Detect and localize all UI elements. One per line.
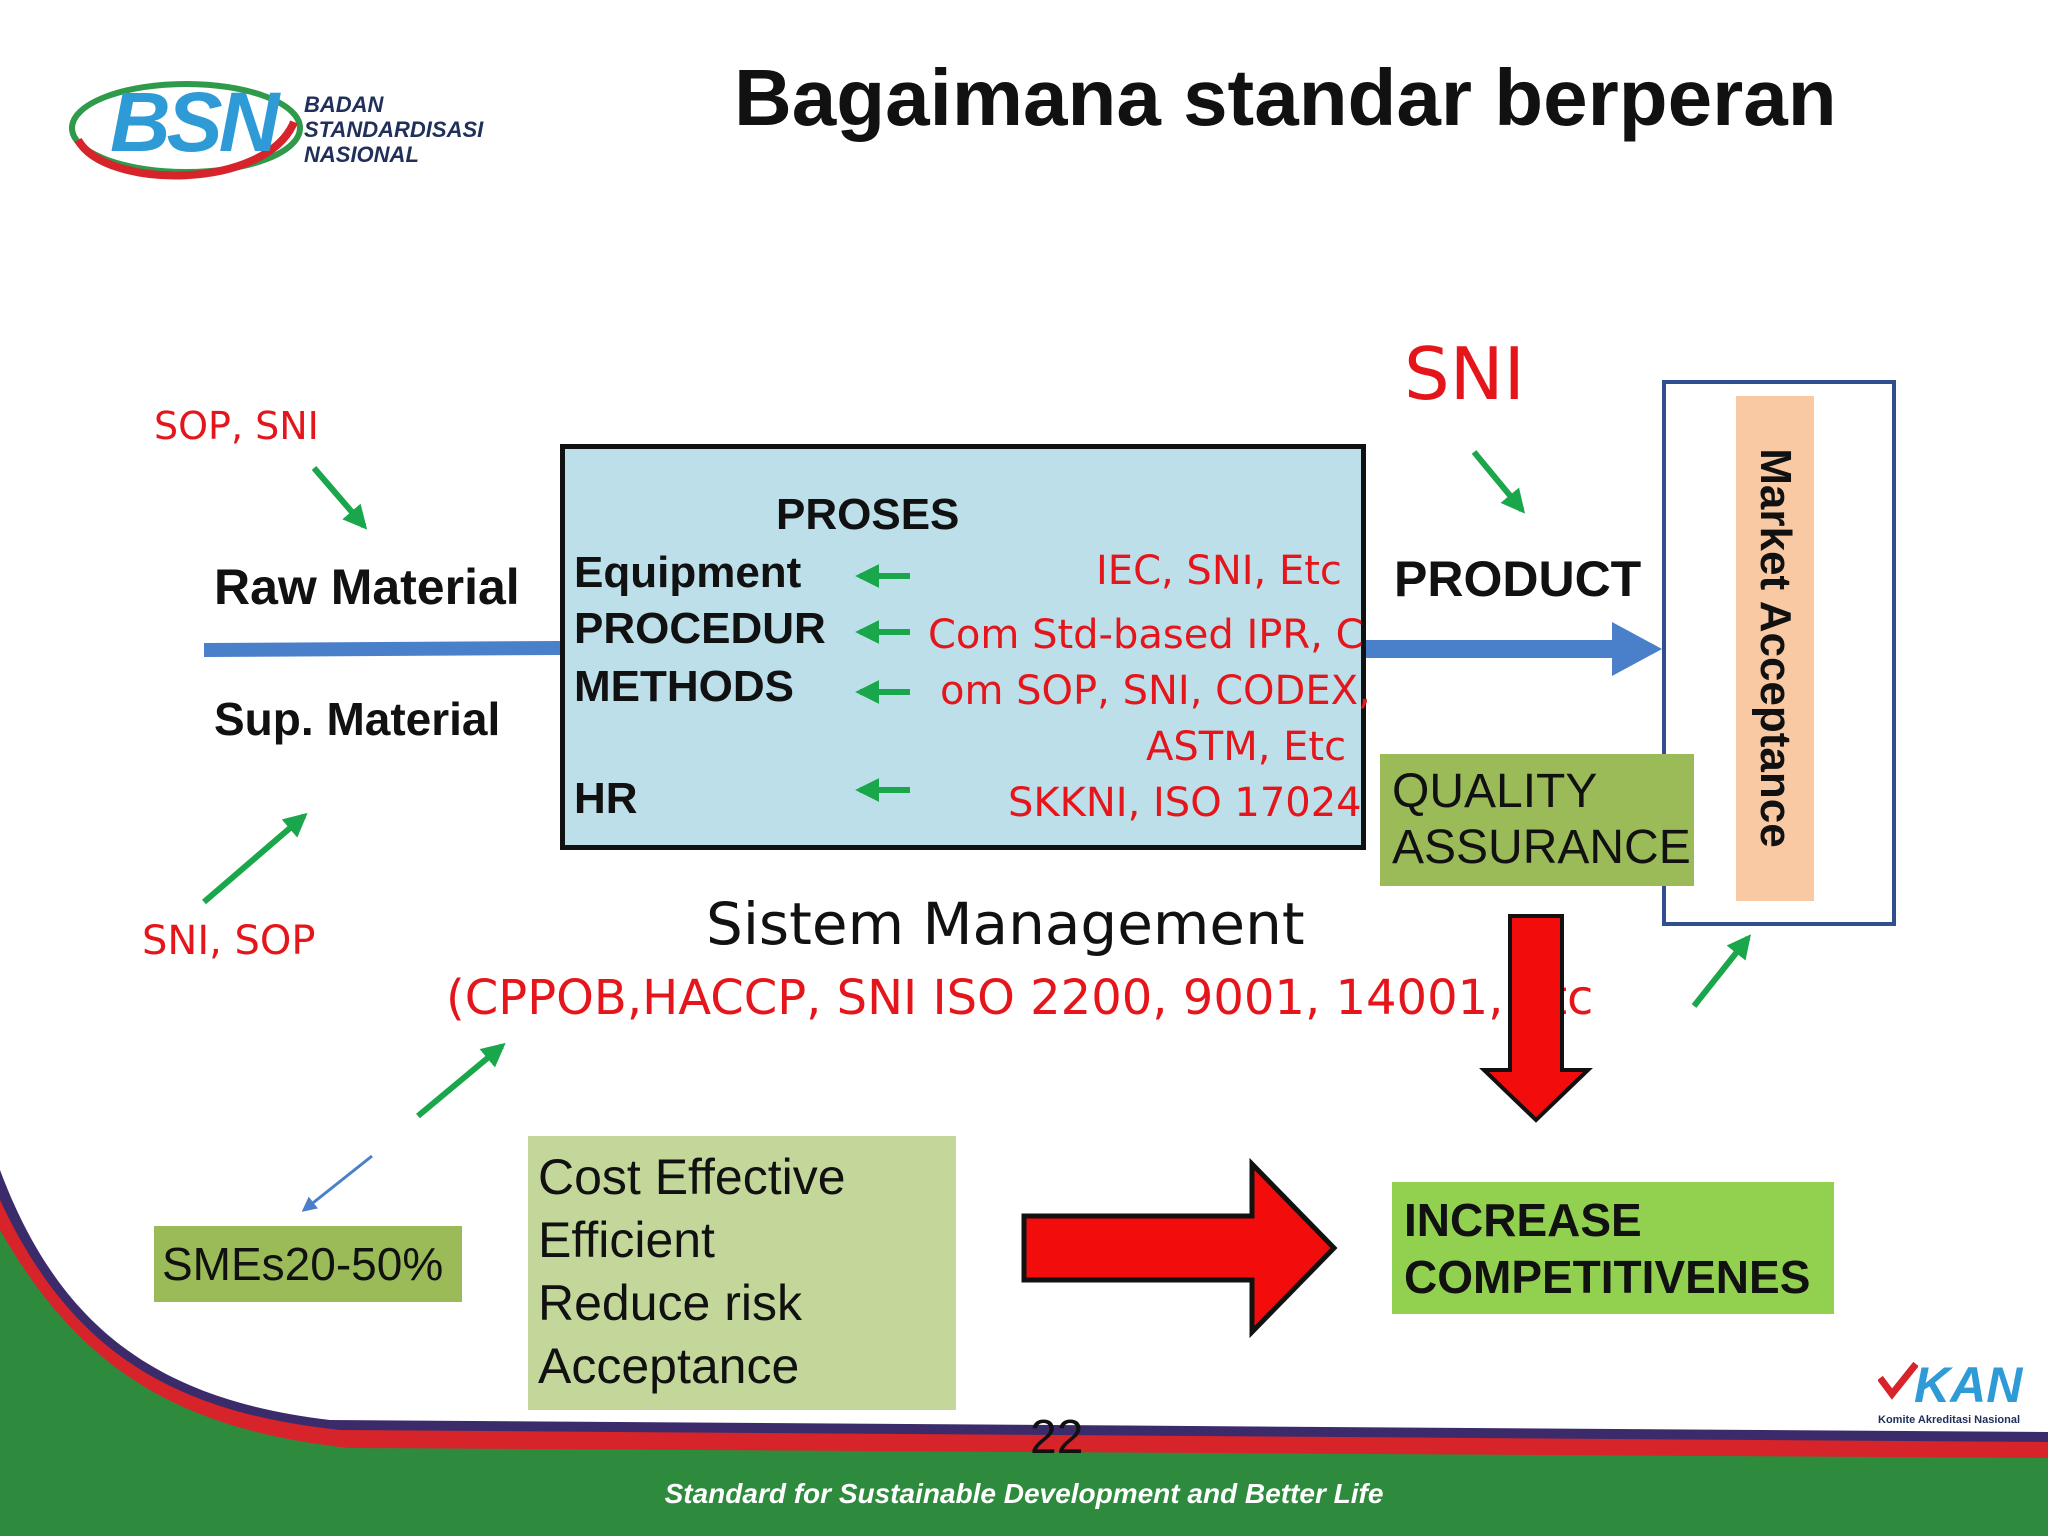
green-arrow-sop bbox=[311, 466, 368, 530]
sistem-management-label: Sistem Management bbox=[706, 890, 1305, 958]
input-flow-line bbox=[203, 641, 561, 657]
bsn-logo-swoosh bbox=[69, 81, 303, 180]
standard-methods-cont: ASTM, Etc bbox=[1146, 724, 1347, 770]
raw-material-label: Raw Material bbox=[214, 559, 520, 615]
green-arrow-sni-top bbox=[1471, 450, 1526, 514]
smes-label: SMEs20-50% bbox=[162, 1238, 444, 1290]
kan-check-icon bbox=[1878, 1361, 1918, 1400]
proses-heading: PROSES bbox=[776, 490, 960, 539]
proses-item-hr: HR bbox=[574, 774, 638, 823]
standard-hr: SKKNI, ISO 17024 bbox=[1008, 780, 1362, 826]
bsn-sub-line: BADAN bbox=[304, 92, 384, 117]
bsn-logo-subtitle: BADAN STANDARDISASI NASIONAL bbox=[304, 92, 483, 167]
page-number: 22 bbox=[1030, 1411, 1084, 1464]
standard-procedur: Com Std-based IPR, C bbox=[928, 612, 1364, 658]
blue-arrow-smes bbox=[301, 1154, 373, 1212]
increase-competitiveness-box: INCREASE COMPETITIVENES bbox=[1392, 1182, 1834, 1314]
increase-line: INCREASE bbox=[1404, 1194, 1642, 1246]
benefit-item: Acceptance bbox=[538, 1338, 800, 1394]
bsn-logo-text: BSN bbox=[110, 75, 279, 169]
market-acceptance-strip bbox=[1736, 396, 1814, 901]
proses-item-equipment: Equipment bbox=[574, 548, 802, 597]
green-arrow-sni-sop bbox=[202, 812, 308, 905]
sni-sop-label: SNI, SOP bbox=[142, 918, 316, 964]
qa-line: QUALITY bbox=[1392, 765, 1598, 818]
bsn-sub-line: NASIONAL bbox=[304, 142, 419, 167]
smes-box: SMEs20-50% bbox=[154, 1226, 462, 1302]
benefits-box: Cost Effective Efficient Reduce risk Acc… bbox=[528, 1136, 956, 1410]
standard-methods: om SOP, SNI, CODEX, bbox=[940, 668, 1371, 714]
red-down-arrow bbox=[1479, 914, 1593, 1123]
kan-logo-subtitle: Komite Akreditasi Nasional bbox=[1878, 1414, 2021, 1426]
quality-assurance-text: QUALITY ASSURANCE bbox=[1380, 754, 1694, 886]
sistem-standards-label: (CPPOB,HACCP, SNI ISO 2200, 9001, 14001,… bbox=[446, 970, 1594, 1026]
benefit-item: Cost Effective bbox=[538, 1149, 846, 1205]
page-title: Bagaimana standar berperan bbox=[734, 53, 1837, 142]
bsn-sub-line: STANDARDISASI bbox=[304, 117, 484, 142]
benefit-item: Efficient bbox=[538, 1212, 715, 1268]
kan-logo-text: KAN bbox=[1914, 1357, 2023, 1413]
output-flow-arrow bbox=[1366, 622, 1662, 676]
sni-label-top: SNI bbox=[1404, 332, 1525, 416]
standard-equipment: IEC, SNI, Etc bbox=[1096, 548, 1342, 594]
green-arrow-market bbox=[1691, 934, 1751, 1008]
bsn-logo: BSN BADAN STANDARDISASI NASIONAL bbox=[66, 70, 526, 190]
sup-material-label: Sup. Material bbox=[214, 693, 501, 745]
benefit-item: Reduce risk bbox=[538, 1275, 802, 1331]
product-label: PRODUCT bbox=[1394, 551, 1642, 607]
footer-tagline: Standard for Sustainable Development and… bbox=[664, 1478, 1384, 1509]
red-right-arrow bbox=[1021, 1157, 1338, 1339]
quality-assurance-box: QUALITY ASSURANCE bbox=[1380, 754, 1694, 886]
green-arrow-sistem bbox=[416, 1042, 506, 1119]
sop-sni-label: SOP, SNI bbox=[154, 404, 319, 448]
proses-item-methods: METHODS bbox=[574, 662, 794, 711]
proses-item-procedur: PROCEDUR bbox=[574, 604, 826, 653]
process-box bbox=[560, 444, 1366, 850]
increase-line: COMPETITIVENES bbox=[1404, 1251, 1811, 1303]
qa-line: ASSURANCE bbox=[1392, 821, 1691, 874]
